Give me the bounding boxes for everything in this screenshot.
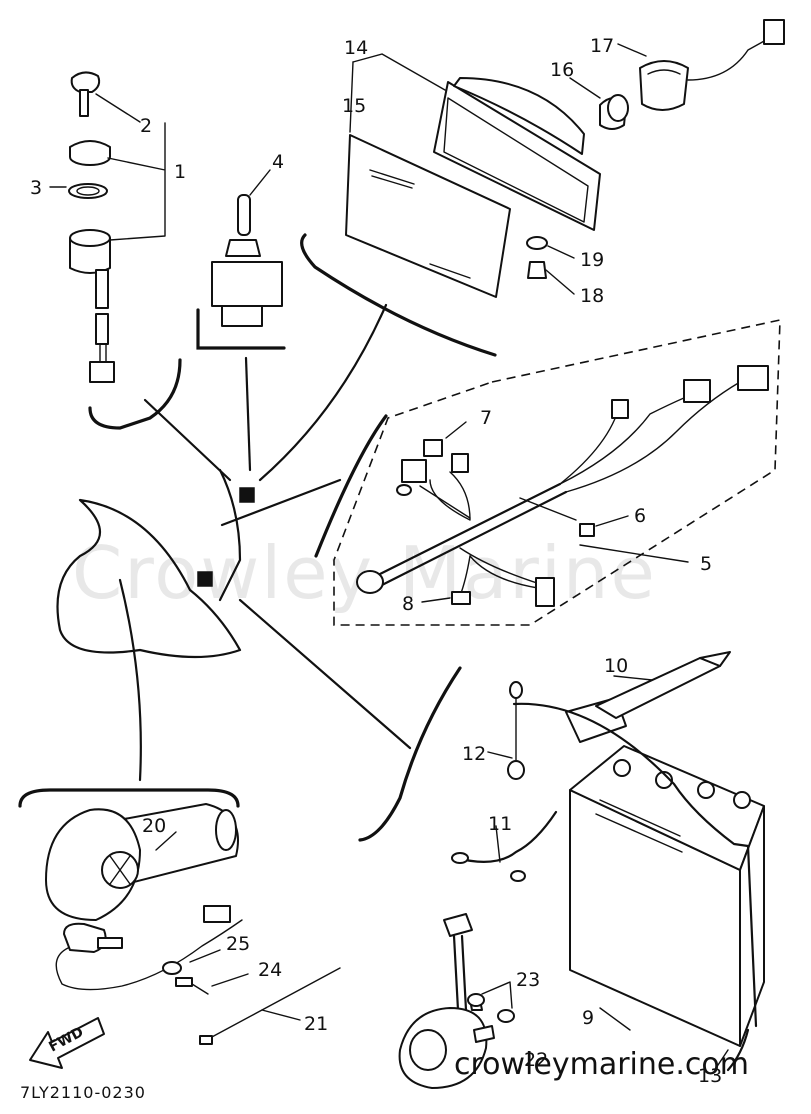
callout-2: 2 xyxy=(140,115,152,137)
trim-sender xyxy=(398,913,515,1089)
callout-23: 23 xyxy=(516,969,540,991)
headlight-assembly xyxy=(345,19,785,298)
callout-19: 19 xyxy=(580,249,604,271)
toggle-switch xyxy=(211,194,283,327)
diagram-code: 7LY2110-0230 xyxy=(20,1083,146,1102)
callout-10: 10 xyxy=(604,655,628,677)
callout-5: 5 xyxy=(700,553,712,575)
callout-15: 15 xyxy=(342,95,366,117)
callout-12: 12 xyxy=(462,743,486,765)
callout-4: 4 xyxy=(272,151,284,173)
callout-6: 6 xyxy=(634,505,646,527)
callout-24: 24 xyxy=(258,959,282,981)
callout-8: 8 xyxy=(402,593,414,615)
cowl-outline xyxy=(56,468,255,659)
callout-21: 21 xyxy=(304,1013,328,1035)
callout-16: 16 xyxy=(550,59,574,81)
callout-9: 9 xyxy=(582,1007,594,1029)
callout-7: 7 xyxy=(480,407,492,429)
wire-harness xyxy=(356,365,769,607)
callout-11: 11 xyxy=(488,813,512,835)
callout-14: 14 xyxy=(344,37,368,59)
callout-22: 22 xyxy=(524,1049,548,1071)
callout-3: 3 xyxy=(30,177,42,199)
callout-20: 20 xyxy=(142,815,166,837)
forward-arrow: FWD xyxy=(29,1017,105,1069)
callout-18: 18 xyxy=(580,285,604,307)
key-switch-assembly xyxy=(68,71,115,383)
callout-labels: 1 2 3 4 5 6 7 8 9 10 11 12 13 14 15 16 1… xyxy=(30,35,722,1087)
callout-17: 17 xyxy=(590,35,614,57)
callout-1: 1 xyxy=(174,161,186,183)
callout-13: 13 xyxy=(698,1065,722,1087)
tie-wrap xyxy=(209,967,341,1039)
battery-assembly xyxy=(451,651,765,1072)
callout-25: 25 xyxy=(226,933,250,955)
website-text: crowleymarine.com xyxy=(454,1047,749,1082)
